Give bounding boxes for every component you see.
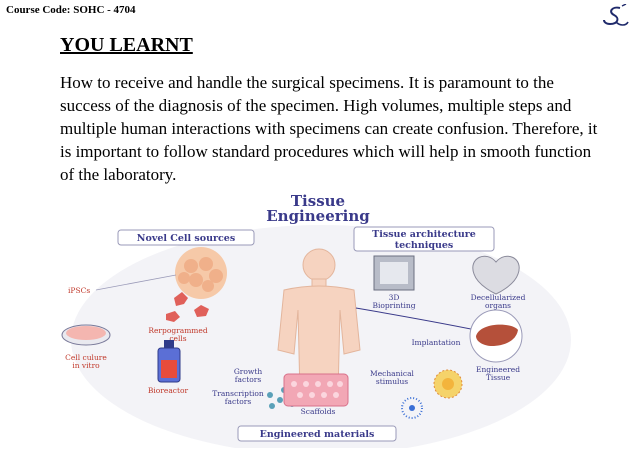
architecture-label-1: Tissue architecture [372,229,476,240]
decell-label-1: Decellularized [471,293,526,302]
ipsc-cluster-icon [175,247,227,299]
scaffolds-label: Scaffolds [301,407,336,416]
bioprinting-label-1: 3D [389,293,400,302]
nanofiber-icon [401,397,423,419]
engineered-tissue-label-2: Tissue [486,373,511,382]
brand-logo-icon [603,4,629,26]
novel-cell-sources-box [117,229,255,246]
growth-factors-label-2: factors [235,375,262,384]
transcription-label-1: Transcription [212,389,264,398]
scaffold-icon [283,373,349,407]
summary-paragraph: How to receive and handle the surgical s… [60,73,598,184]
mechanical-label-1: Mechanical [370,369,415,378]
novel-cell-sources-label: Novel Cell sources [137,233,235,244]
human-body-icon [277,248,361,396]
course-code: Course Code: SOHC - 4704 [6,4,136,16]
architecture-box [353,226,495,252]
architecture-label-2: techniques [395,240,454,251]
decellularized-heart-icon [472,255,520,295]
figure-title-line1: Tissue [291,192,345,210]
bioreactor-icon [157,340,181,383]
engineered-liver-icon [469,309,523,363]
bioprinting-label-2: Bioprinting [372,301,415,310]
tissue-engineering-figure: Tissue Engineering Novel Cell sources Ti… [61,192,571,448]
implantation-label: Implantation [412,338,461,347]
decell-label-2: organs [485,301,511,310]
cell-culture-label-2: in vitro [72,361,100,370]
growth-factors-label-1: Growth [234,367,263,376]
bioprinter-icon [373,255,415,291]
engineered-materials-label: Engineered materials [260,429,375,440]
implantation-arrow [355,307,477,331]
engineered-tissue-label-1: Engineered [476,365,520,374]
bioreactor-label: Bioreactor [148,386,189,395]
nanoparticle-icon [433,369,463,399]
section-heading: YOU LEARNT [60,34,193,56]
reprogrammed-label-1: Rerpogrammed [148,326,208,335]
reprogrammed-cells-icon [166,292,209,322]
engineered-materials-box [237,425,397,442]
cell-culture-label-1: Cell culure [65,353,107,362]
mechanical-label-2: stimulus [376,377,408,386]
reprogrammed-label-2: cells [169,334,186,343]
ipscs-label: iPSCs [68,286,90,295]
transcription-label-2: factors [225,397,252,406]
figure-title-line2: Engineering [266,207,370,225]
petri-dish-icon [61,324,111,346]
